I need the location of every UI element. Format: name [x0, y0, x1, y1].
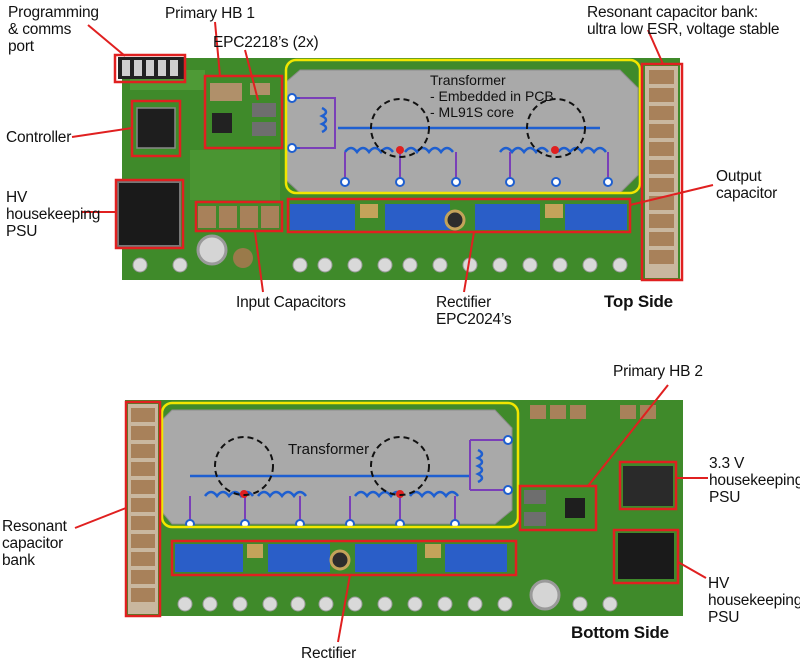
label-bottom-resonant-bank: Resonant capacitor bank [2, 518, 67, 569]
top-center-tap [396, 146, 404, 154]
bottom-primary-winding [475, 448, 484, 484]
top-rectifier-box [286, 197, 632, 234]
bottom-core-leg-2 [370, 436, 430, 496]
bottom-callout-boxes [124, 400, 680, 618]
top-secondary-winding-1 [344, 146, 454, 155]
top-hv-psu-part [117, 181, 181, 247]
top-programming-header [118, 57, 184, 79]
top-side-title: Top Side [604, 292, 673, 311]
top-transformer-box [284, 58, 642, 195]
bottom-transformer-note: Transformer [288, 441, 370, 458]
bottom-3v3-psu-part [623, 466, 673, 506]
top-mounting-nut [196, 234, 228, 266]
bottom-hb2-box [518, 484, 598, 532]
label-programming-port: Programming & comms port [8, 4, 99, 55]
bottom-hv-psu-box [612, 528, 680, 585]
top-rectifier-mosfets [290, 204, 627, 231]
bottom-secondary-winding-2 [354, 490, 459, 499]
top-secondary-winding-2 [499, 146, 607, 155]
bottom-terminal-pins [177, 596, 618, 612]
bottom-leader-lines [74, 384, 708, 643]
bottom-transformer-box [160, 401, 520, 529]
top-terminal-pins [132, 257, 628, 273]
top-transformer-note: Transformer - Embedded in PCB - ML91S co… [430, 72, 554, 120]
top-controller-chip [136, 107, 176, 149]
label-top-hv-psu: HV housekeeping PSU [6, 189, 101, 240]
top-center-tap [551, 146, 559, 154]
top-transformer-schematic [287, 93, 613, 187]
bottom-mounting-nut [529, 579, 561, 611]
top-port-box [113, 53, 187, 84]
top-board-photo [117, 57, 680, 280]
top-core-leg-1 [370, 98, 430, 158]
bottom-top-right-caps [530, 405, 656, 419]
top-hv-psu-box [114, 178, 185, 250]
top-spring-terminal [233, 248, 253, 268]
bottom-3v3-box [618, 460, 678, 511]
label-epc2218: EPC2218’s (2x) [213, 34, 319, 51]
label-3v3-psu: 3.3 V housekeeping PSU [709, 455, 800, 506]
top-callout-boxes [113, 53, 684, 282]
top-vias [287, 93, 613, 187]
bottom-side-title: Bottom Side [571, 623, 669, 642]
bottom-core-leg-1 [214, 436, 274, 496]
label-top-rectifier: Rectifier EPC2024’s [436, 294, 512, 328]
bottom-transformer-schematic [185, 435, 513, 529]
label-output-capacitor: Output capacitor [716, 168, 778, 202]
top-core-leg-2 [526, 98, 586, 158]
top-copper-pour [190, 150, 280, 200]
label-primary-hb2: Primary HB 2 [613, 363, 703, 380]
top-input-caps-box [194, 200, 284, 233]
top-leader-lines [71, 21, 714, 293]
top-hb1-box [203, 74, 284, 150]
label-bottom-hv-psu: HV housekeeping PSU [708, 575, 800, 626]
bottom-transformer-core [161, 409, 513, 525]
bottom-rectifier-mosfets [175, 544, 507, 572]
bottom-resonant-capacitors [128, 404, 158, 614]
bottom-rectifier-box [170, 539, 518, 577]
top-primary-lead [300, 97, 336, 149]
label-controller: Controller [6, 129, 72, 146]
label-top-resonant-bank: Resonant capacitor bank: ultra low ESR, … [587, 4, 780, 38]
label-input-capacitors: Input Capacitors [236, 294, 346, 311]
label-primary-hb1: Primary HB 1 [165, 5, 255, 22]
top-resonant-capacitors [645, 66, 678, 278]
bottom-hv-psu-part [618, 533, 674, 579]
top-input-capacitors [198, 206, 279, 228]
bottom-board-photo [125, 400, 683, 616]
top-primary-winding [319, 106, 328, 134]
label-bottom-rectifier: Rectifier [301, 645, 357, 662]
bottom-hb2-parts [524, 490, 585, 526]
